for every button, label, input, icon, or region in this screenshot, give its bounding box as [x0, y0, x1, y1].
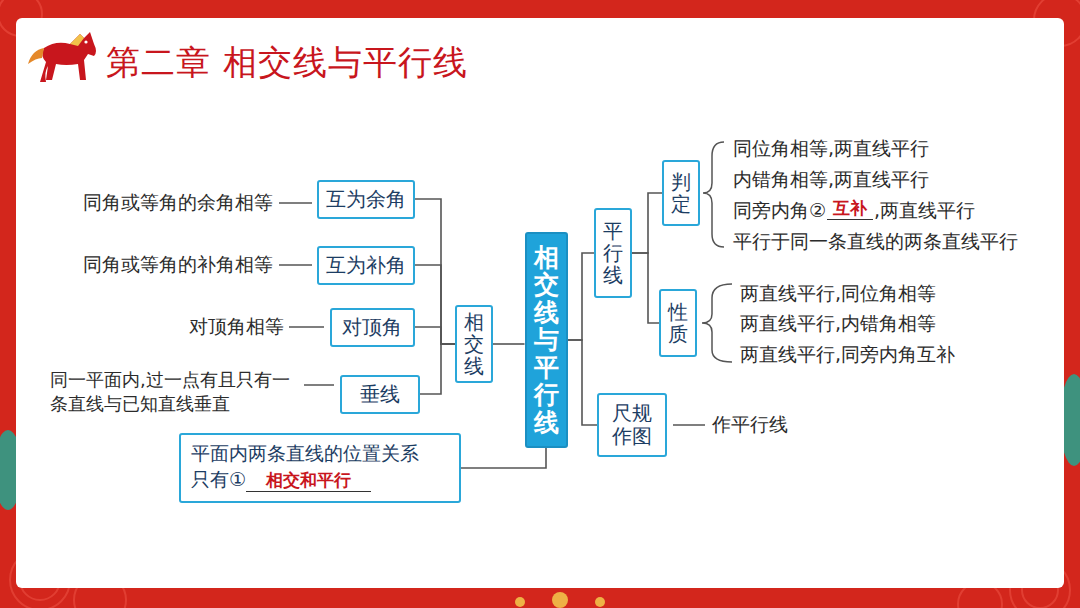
- topic-box: 性质: [659, 289, 697, 357]
- note-text: ,两直线平行: [874, 198, 975, 223]
- note-text: 平行于同一条直线的两条直线平行: [733, 229, 1018, 254]
- topic-box: 垂线: [340, 375, 420, 414]
- leader-line: [279, 202, 312, 204]
- note-text: 同位角相等,两直线平行: [733, 136, 929, 161]
- connector: [415, 265, 455, 344]
- connector: [568, 340, 598, 425]
- connector: [420, 344, 455, 394]
- connector: [461, 448, 546, 468]
- topic-box: 平面内两条直线的位置关系只有①相交和平行: [179, 433, 461, 503]
- node-text: 对顶角: [342, 314, 402, 341]
- note-text: 同角或等角的余角相等: [83, 190, 273, 215]
- horse-icon: [28, 32, 96, 82]
- node-text: 相交线与平行线: [534, 244, 559, 437]
- note-text: 同一平面内,过一点有且只有一条直线与已知直线垂直: [50, 368, 304, 417]
- leader-line: [673, 424, 705, 426]
- curly-bracket: [703, 142, 724, 247]
- connector: [568, 253, 595, 340]
- leader-line: [289, 326, 324, 328]
- node-text: 相交线: [464, 311, 484, 377]
- leader-line: [279, 264, 312, 266]
- answer-text: 相交和平行: [246, 469, 371, 492]
- central-topic: 相交线与平行线: [525, 232, 568, 448]
- note-text: 同旁内角②: [733, 198, 826, 223]
- node-text: 垂线: [360, 381, 400, 408]
- note-text: 两直线平行,内错角相等: [740, 311, 936, 336]
- topic-box: 互为补角: [317, 246, 415, 285]
- node-text: 互为补角: [326, 252, 406, 279]
- connector: [632, 193, 662, 253]
- connector: [415, 327, 456, 344]
- note-text: 两直线平行,同位角相等: [740, 281, 936, 306]
- note-text: 内错角相等,两直线平行: [733, 167, 929, 192]
- connector: [415, 199, 455, 344]
- node-text: 平行线: [603, 220, 623, 286]
- note-text: 对顶角相等: [189, 314, 284, 339]
- topic-box: 平行线: [594, 208, 632, 298]
- node-text: 判定: [671, 171, 691, 215]
- page-title: 第二章 相交线与平行线: [106, 40, 468, 86]
- leader-line: [304, 384, 334, 386]
- topic-box: 判定: [662, 160, 700, 226]
- node-text: 尺规作图: [612, 402, 652, 448]
- node-text: 性质: [668, 301, 688, 345]
- note-text: 两直线平行,同旁内角互补: [740, 342, 955, 367]
- topic-box: 互为余角: [317, 180, 415, 219]
- note-text: 作平行线: [712, 412, 788, 437]
- topic-box: 对顶角: [330, 308, 415, 347]
- topic-box: 相交线: [455, 305, 493, 383]
- connector: [493, 343, 525, 345]
- curly-bracket: [702, 284, 732, 362]
- connector: [632, 253, 659, 323]
- answer-text: 互补: [827, 197, 873, 220]
- text-wrap: 平面内两条直线的位置关系只有①相交和平行: [191, 441, 430, 492]
- note-text: 同角或等角的补角相等: [83, 252, 273, 277]
- topic-box: 尺规作图: [597, 393, 667, 457]
- node-text: 互为余角: [326, 186, 406, 213]
